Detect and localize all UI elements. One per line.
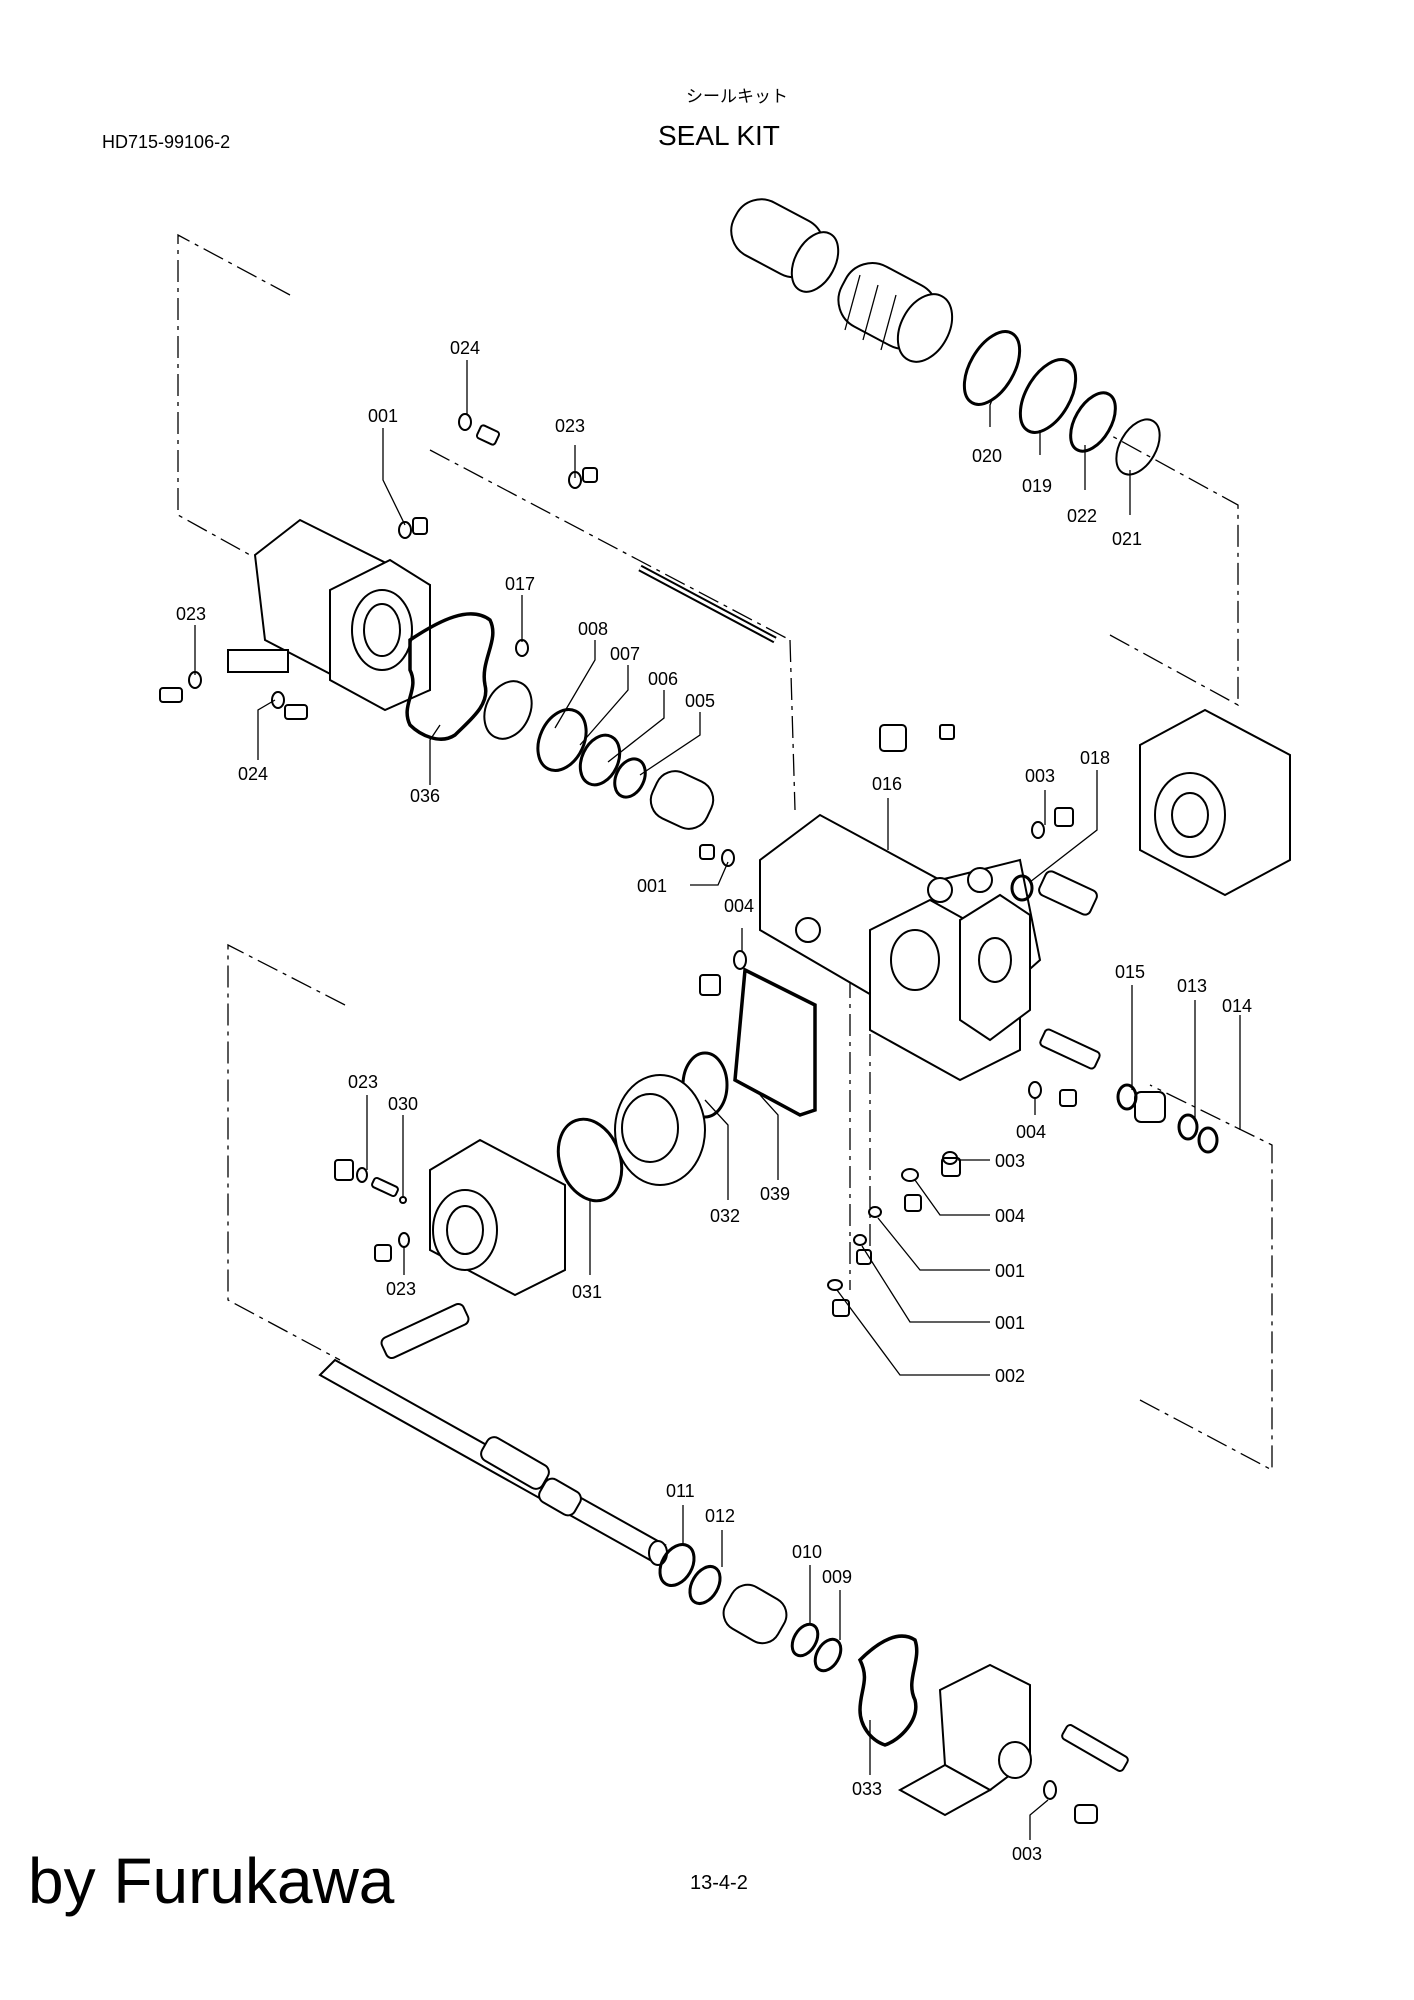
oring-024a: [458, 413, 472, 431]
oring-001b: [721, 849, 735, 867]
brand-text: by Furukawa: [28, 1845, 395, 1917]
title-japanese: シールキット: [686, 87, 788, 106]
ring-022: [1069, 391, 1117, 453]
callout-015: 015: [1115, 962, 1145, 982]
callout-010: 010: [792, 1542, 822, 1562]
callout-019: 019: [1022, 476, 1052, 496]
gasket-039: [733, 967, 817, 1117]
callout-009: 009: [822, 1567, 852, 1587]
oring-002: [827, 1279, 843, 1291]
callout-011: 011: [666, 1481, 695, 1501]
piston-part: [837, 262, 954, 363]
oring-004c: [901, 1168, 919, 1182]
oring-014: [1197, 1126, 1219, 1154]
page-number: 13-4-2: [690, 1872, 748, 1894]
ring-012: [688, 1565, 722, 1605]
callout-023: 023: [176, 604, 206, 624]
bottom-bracket: [897, 1663, 1129, 1817]
bottom-bush: [722, 1583, 788, 1645]
document-code: HD715-99106-2: [102, 132, 231, 152]
callout-018: 018: [1080, 748, 1110, 768]
oring-015: [1116, 1083, 1138, 1111]
callout-006: 006: [648, 669, 678, 689]
callout-004: 004: [995, 1206, 1025, 1226]
alignment-lines: [177, 233, 1273, 1472]
callout-013: 013: [1177, 976, 1207, 996]
callout-032: 032: [710, 1206, 740, 1226]
sleeve-part: [730, 198, 840, 293]
ring-020: [962, 330, 1022, 406]
ring-009: [813, 1637, 843, 1673]
callout-023: 023: [386, 1279, 416, 1299]
callout-008: 008: [578, 619, 608, 639]
oring-003b: [942, 1151, 958, 1165]
oring-001c: [868, 1206, 882, 1218]
leader-lines: [194, 360, 1241, 1840]
callout-002: 002: [995, 1366, 1025, 1386]
main-valve-body: [759, 813, 1042, 1082]
gasket-033: [857, 1634, 919, 1747]
ring-010: [790, 1622, 820, 1658]
left-lower-cover: [429, 1138, 566, 1297]
callout-033: 033: [852, 1779, 882, 1799]
callout-007: 007: [610, 644, 640, 664]
fitting-parts: [699, 724, 1166, 1317]
callout-001: 001: [637, 876, 667, 896]
callout-023: 023: [555, 416, 585, 436]
page-title: SEAL KIT: [658, 120, 780, 151]
oring-001d: [853, 1234, 867, 1246]
bolt-parts-left: [334, 1159, 470, 1360]
oring-023d: [398, 1232, 410, 1248]
callout-003: 003: [1025, 766, 1055, 786]
oring-017: [515, 639, 529, 657]
callout-001: 001: [995, 1313, 1025, 1333]
ring-011: [658, 1543, 696, 1587]
callout-030: 030: [388, 1094, 418, 1114]
callout-012: 012: [705, 1506, 735, 1526]
callout-024: 024: [238, 764, 268, 784]
right-end-cover: [1139, 708, 1291, 897]
main-spool: [318, 1358, 668, 1566]
callout-017: 017: [505, 574, 535, 594]
oring-023c: [356, 1167, 368, 1183]
callout-020: 020: [972, 446, 1002, 466]
long-rod: [638, 564, 777, 644]
spring-part: [614, 1074, 706, 1186]
callout-014: 014: [1222, 996, 1252, 1016]
gasket-036: [405, 612, 495, 741]
callout-023: 023: [348, 1072, 378, 1092]
ring-021: [1115, 418, 1161, 476]
callout-024: 024: [450, 338, 480, 358]
callout-005: 005: [685, 691, 715, 711]
callout-004: 004: [724, 896, 754, 916]
oring-004b: [1028, 1081, 1042, 1099]
oring-001a: [398, 521, 412, 539]
callout-004: 004: [1016, 1122, 1046, 1142]
oring-003a: [1031, 821, 1045, 839]
callout-022: 022: [1067, 506, 1097, 526]
callout-031: 031: [572, 1282, 602, 1302]
oring-004a: [733, 950, 747, 970]
callout-001: 001: [995, 1261, 1025, 1281]
callout-labels: 024 001 023 023 024 017 008 007 006 005 …: [176, 338, 1252, 1864]
top-cover-housing: [227, 518, 431, 712]
callout-036: 036: [410, 786, 440, 806]
ring-019: [1018, 358, 1078, 434]
callout-021: 021: [1112, 529, 1142, 549]
callout-016: 016: [872, 774, 902, 794]
callout-003: 003: [995, 1151, 1025, 1171]
oring-018: [1010, 874, 1034, 902]
callout-039: 039: [760, 1184, 790, 1204]
oring-024b: [271, 691, 285, 709]
oring-003c: [1043, 1780, 1057, 1800]
oring-013: [1177, 1113, 1199, 1141]
callout-003: 003: [1012, 1844, 1042, 1864]
callout-001: 001: [368, 406, 398, 426]
bush-parts: [483, 680, 715, 830]
